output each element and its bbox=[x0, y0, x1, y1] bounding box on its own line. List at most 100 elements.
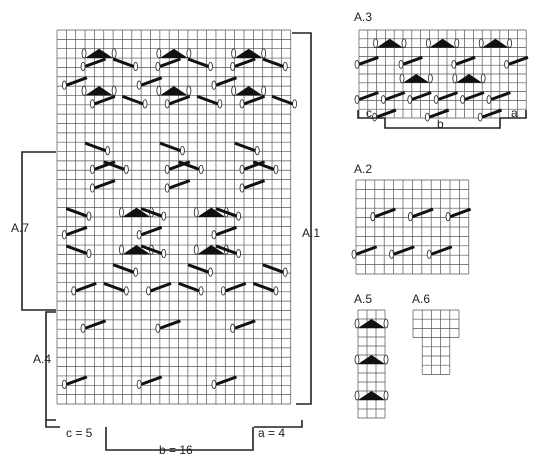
stitch-loop-icon bbox=[61, 379, 67, 389]
stitch-loop-icon bbox=[136, 80, 142, 90]
stitch-loop-icon bbox=[111, 85, 117, 96]
label-a3-c: c bbox=[366, 106, 372, 120]
stitch-loop-icon bbox=[133, 61, 139, 72]
stitch-loop-icon bbox=[383, 318, 389, 329]
label-a1: A.1 bbox=[302, 226, 320, 240]
decrease-triangle-symbol bbox=[197, 245, 226, 255]
stitch-loop-icon bbox=[452, 73, 458, 84]
bracket-a3-b bbox=[384, 118, 501, 129]
label-main-b: b = 16 bbox=[159, 443, 193, 457]
cable-stitch-symbol bbox=[121, 94, 144, 106]
cable-stitch-symbol bbox=[140, 76, 163, 87]
stitch-loop-icon bbox=[81, 85, 87, 96]
cable-stitch-symbol bbox=[437, 91, 459, 101]
label-a5: A.5 bbox=[354, 292, 372, 306]
cable-stitch-symbol bbox=[402, 55, 423, 66]
stitch-loop-icon bbox=[211, 379, 217, 389]
cable-stitch-symbol bbox=[112, 57, 135, 68]
cable-stitch-symbol bbox=[112, 263, 135, 274]
stitch-loop-icon bbox=[142, 99, 148, 109]
label-a4: A.4 bbox=[33, 352, 51, 366]
cable-stitch-symbol bbox=[215, 244, 238, 255]
chart-a6-grid bbox=[412, 309, 460, 375]
cable-stitch-symbol bbox=[262, 263, 284, 274]
cable-stitch-symbol bbox=[149, 281, 172, 293]
bracket-a1 bbox=[292, 32, 312, 405]
label-a3: A.3 bbox=[354, 10, 372, 24]
chart-a3-lines bbox=[358, 29, 527, 119]
cable-stitch-symbol bbox=[393, 245, 415, 256]
stitch-loop-icon bbox=[254, 146, 260, 156]
stitch-loop-icon bbox=[230, 323, 236, 333]
chart-a2-grid bbox=[351, 179, 472, 275]
decrease-triangle-symbol bbox=[358, 319, 385, 328]
cable-stitch-symbol bbox=[455, 55, 476, 66]
cable-stitch-symbol bbox=[358, 55, 379, 66]
chart-a5-grid bbox=[354, 309, 389, 419]
stitch-loop-icon bbox=[86, 211, 92, 221]
cable-stitch-symbol bbox=[243, 94, 266, 106]
bracket-a7 bbox=[21, 151, 56, 311]
cable-stitch-symbol bbox=[252, 160, 275, 171]
label-main-a: a = 4 bbox=[258, 426, 285, 440]
brackets bbox=[21, 32, 527, 451]
decrease-triangle-symbol bbox=[159, 86, 188, 96]
stitch-loop-icon bbox=[217, 99, 223, 109]
stitch-loop-icon bbox=[208, 61, 213, 72]
stitch-loop-icon bbox=[105, 146, 111, 156]
stitch-loop-icon bbox=[282, 267, 288, 277]
label-a7: A.7 bbox=[11, 221, 29, 235]
decrease-triangle-symbol bbox=[403, 74, 430, 83]
stitch-loop-icon bbox=[427, 73, 433, 84]
cable-stitch-symbol bbox=[187, 57, 209, 68]
stitch-loop-icon bbox=[239, 164, 245, 174]
cable-stitch-symbol bbox=[159, 57, 181, 68]
stitch-loop-icon bbox=[161, 248, 167, 259]
cable-stitch-symbol bbox=[168, 94, 191, 106]
stitch-loop-icon bbox=[90, 99, 95, 109]
decrease-triangle-symbol bbox=[85, 48, 114, 59]
stitch-loop-icon bbox=[119, 244, 124, 255]
stitch-loop-icon bbox=[136, 230, 142, 240]
cable-stitch-symbol bbox=[215, 225, 238, 237]
decrease-triangle-symbol bbox=[234, 86, 263, 96]
cable-stitch-symbol bbox=[93, 179, 116, 190]
stitch-loop-icon bbox=[193, 244, 199, 255]
stitch-loop-icon bbox=[155, 323, 161, 333]
stitch-loop-icon bbox=[433, 95, 439, 104]
cable-stitch-symbol bbox=[65, 76, 88, 87]
stitch-loop-icon bbox=[261, 48, 267, 59]
stitch-loop-icon bbox=[211, 80, 217, 90]
cable-stitch-symbol bbox=[243, 179, 266, 190]
stitch-loop-icon bbox=[186, 85, 192, 96]
stitch-loop-icon bbox=[424, 112, 430, 122]
stitch-loop-icon bbox=[198, 164, 204, 174]
stitch-loop-icon bbox=[354, 390, 360, 401]
cable-stitch-symbol bbox=[187, 263, 209, 274]
stitch-loop-icon bbox=[426, 249, 432, 259]
label-a3-b: b bbox=[437, 117, 444, 131]
stitch-loop-icon bbox=[354, 95, 360, 104]
stitch-loop-icon bbox=[480, 73, 486, 84]
cable-stitch-symbol bbox=[140, 375, 163, 386]
stitch-loop-icon bbox=[239, 99, 245, 109]
cable-stitch-symbol bbox=[159, 141, 181, 153]
stitch-loop-icon bbox=[425, 38, 431, 48]
stitch-loop-icon bbox=[354, 354, 360, 365]
cable-stitch-symbol bbox=[159, 319, 181, 330]
stitch-loop-icon bbox=[161, 211, 167, 221]
stitch-loop-icon bbox=[164, 164, 170, 174]
stitch-loop-icon bbox=[504, 59, 510, 69]
cable-stitch-symbol bbox=[103, 160, 125, 171]
cable-stitch-symbol bbox=[93, 94, 116, 106]
stitch-loop-icon bbox=[211, 230, 217, 240]
cable-stitch-symbol bbox=[65, 207, 88, 218]
stitch-loop-icon bbox=[292, 99, 298, 109]
cable-stitch-symbol bbox=[430, 245, 453, 256]
cable-stitch-symbol bbox=[358, 91, 379, 101]
stitch-loop-icon bbox=[146, 286, 151, 296]
stitch-loop-icon bbox=[164, 99, 170, 109]
stitch-loop-icon bbox=[81, 48, 87, 59]
stitch-loop-icon bbox=[111, 48, 117, 59]
